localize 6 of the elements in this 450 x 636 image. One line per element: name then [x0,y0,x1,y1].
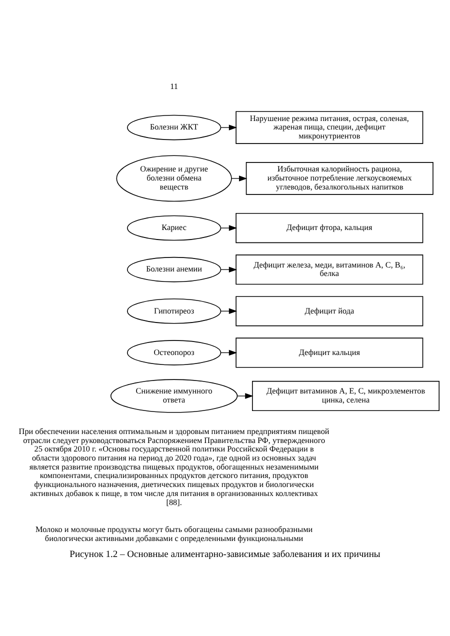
arrow [220,124,238,130]
caption: Рисунок 1.2 – Основные алиментарно-зависимые заболевания и их причины [70,549,380,560]
arrow [220,224,238,230]
arrow [220,266,238,272]
arrow [237,392,254,398]
arrow [231,175,248,181]
